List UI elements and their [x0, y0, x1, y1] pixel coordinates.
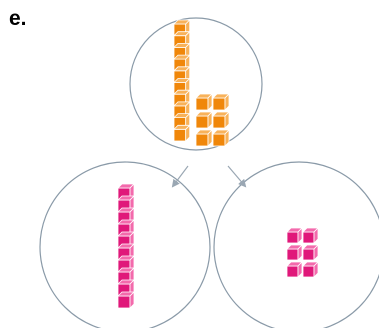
right-one-cube-4 [303, 245, 318, 260]
right-one-cube-3 [287, 245, 302, 260]
top-one-cube-4 [213, 112, 229, 128]
top-one-cube-5 [196, 130, 212, 146]
right-one-cube-5 [287, 262, 302, 277]
top-ten-rod [174, 20, 190, 141]
left-rod-cube-10 [118, 292, 134, 308]
top-rod-cube-10 [174, 125, 190, 141]
right-one-cube-2 [303, 228, 318, 243]
top-one-cube-6 [213, 130, 229, 146]
arrow-to-ones [228, 166, 245, 186]
whole-circle [130, 18, 262, 150]
right-one-cube-6 [303, 262, 318, 277]
top-one-cube-2 [213, 94, 229, 110]
left-ten-rod [118, 184, 134, 308]
right-one-cube-1 [287, 228, 302, 243]
top-one-cube-1 [196, 94, 212, 110]
top-one-cube-3 [196, 112, 212, 128]
